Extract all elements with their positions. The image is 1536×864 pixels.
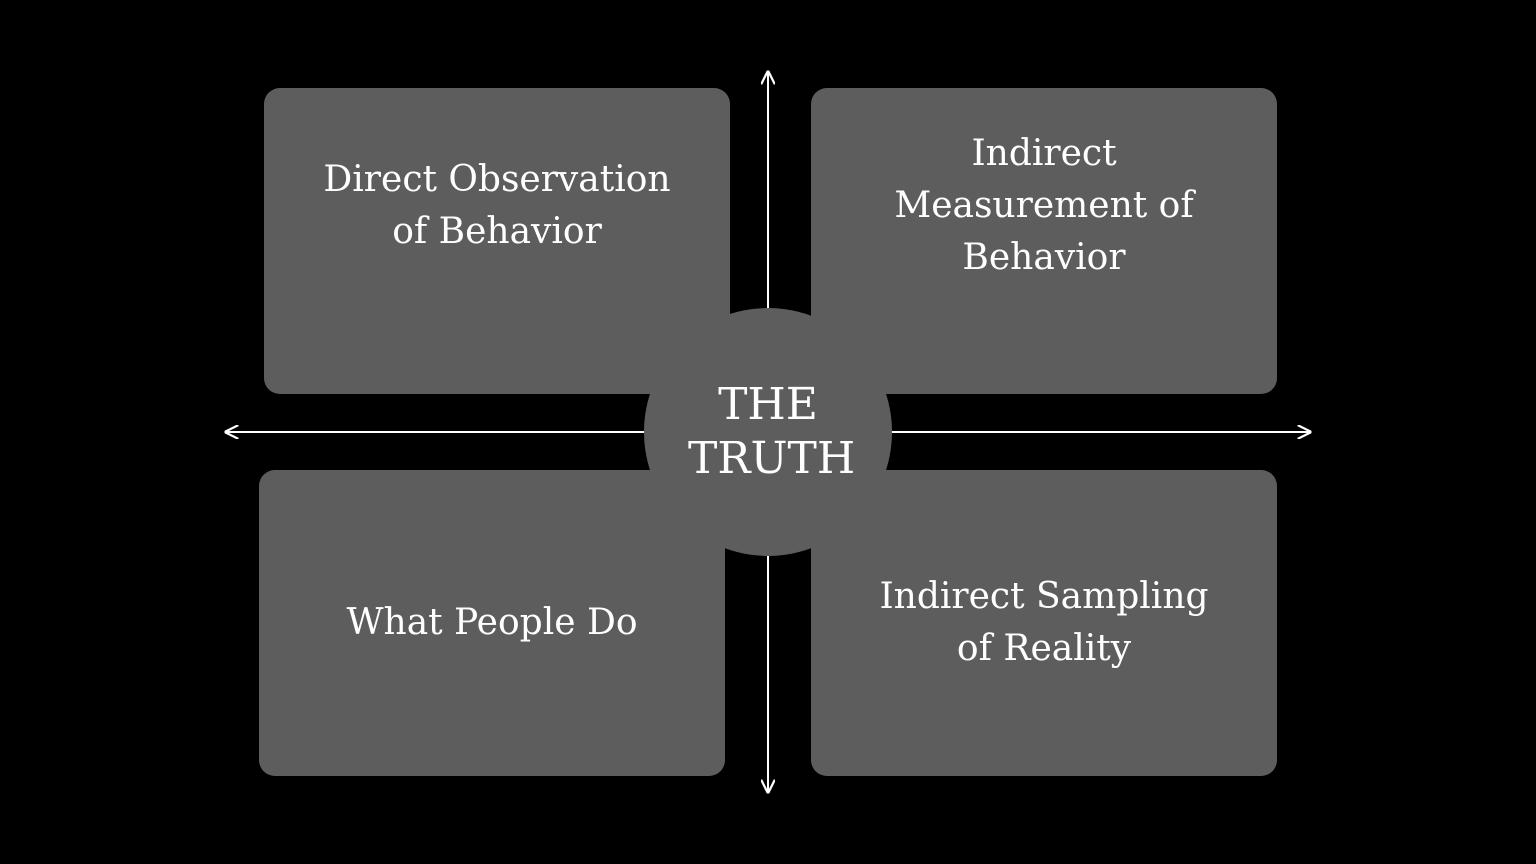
quadrant-bottom-left: What People Do [259, 470, 725, 776]
center-circle: THE TRUTH [644, 308, 892, 556]
center-label: THE TRUTH [688, 379, 856, 484]
quadrant-bottom-right: Indirect Sampling of Reality [811, 470, 1277, 776]
quadrant-bottom-right-label: Indirect Sampling of Reality [879, 576, 1209, 669]
quadrant-top-right: Indirect Measurement of Behavior [811, 88, 1277, 394]
quadrant-top-right-label: Indirect Measurement of Behavior [894, 133, 1194, 278]
quadrant-bottom-left-label: What People Do [346, 602, 638, 643]
quadrant-top-left-label: Direct Observation of Behavior [323, 159, 671, 252]
quadrant-top-left: Direct Observation of Behavior [264, 88, 730, 394]
